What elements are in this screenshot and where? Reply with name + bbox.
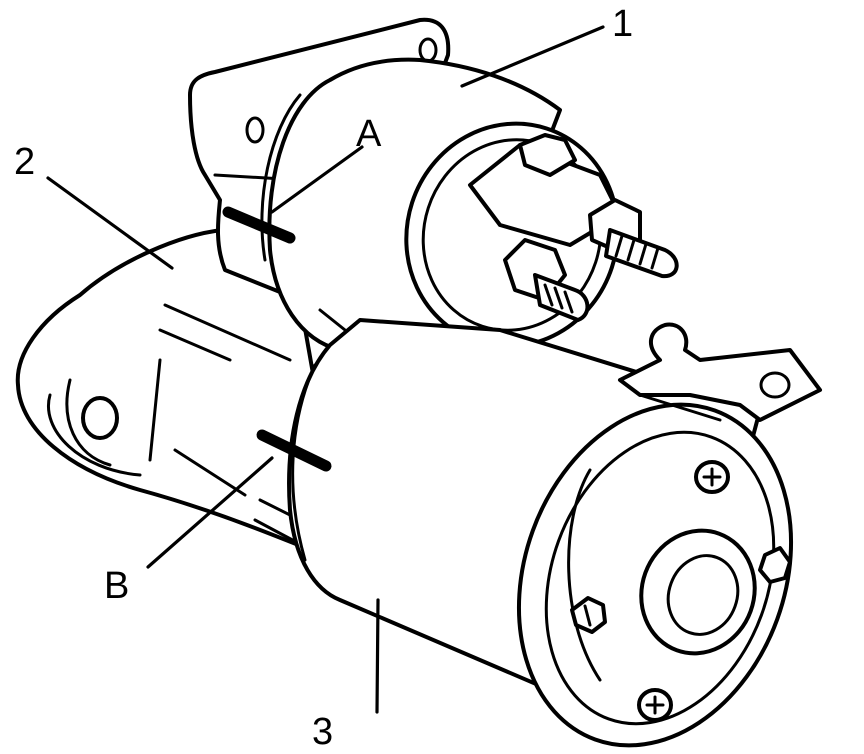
mount-bolt-hole-icon — [81, 396, 119, 440]
strap-eyelet-icon — [759, 371, 791, 399]
callout-1: 1 — [612, 3, 633, 45]
m-terminal-stud — [533, 273, 590, 322]
callout-a: A — [356, 113, 382, 155]
bushing-center-icon — [666, 554, 740, 636]
screw-right-icon — [758, 546, 792, 584]
end-frame-screws — [570, 460, 792, 722]
leader-a — [270, 145, 364, 214]
leader-3 — [375, 598, 380, 714]
motor-body — [287, 308, 822, 748]
callout-3: 3 — [312, 711, 333, 753]
alignment-mark-a — [222, 206, 296, 244]
callout-b: B — [104, 565, 129, 607]
leader-1 — [460, 25, 605, 88]
bracket-hole-left-icon — [245, 116, 265, 144]
b-terminal-stud — [604, 228, 679, 279]
leader-b — [146, 456, 274, 569]
solenoid — [260, 57, 679, 352]
small-terminal-tab — [518, 133, 577, 177]
alignment-mark-b — [256, 429, 332, 472]
leader-2 — [46, 176, 174, 270]
leader-lines — [46, 25, 605, 714]
callout-2: 2 — [14, 141, 35, 183]
